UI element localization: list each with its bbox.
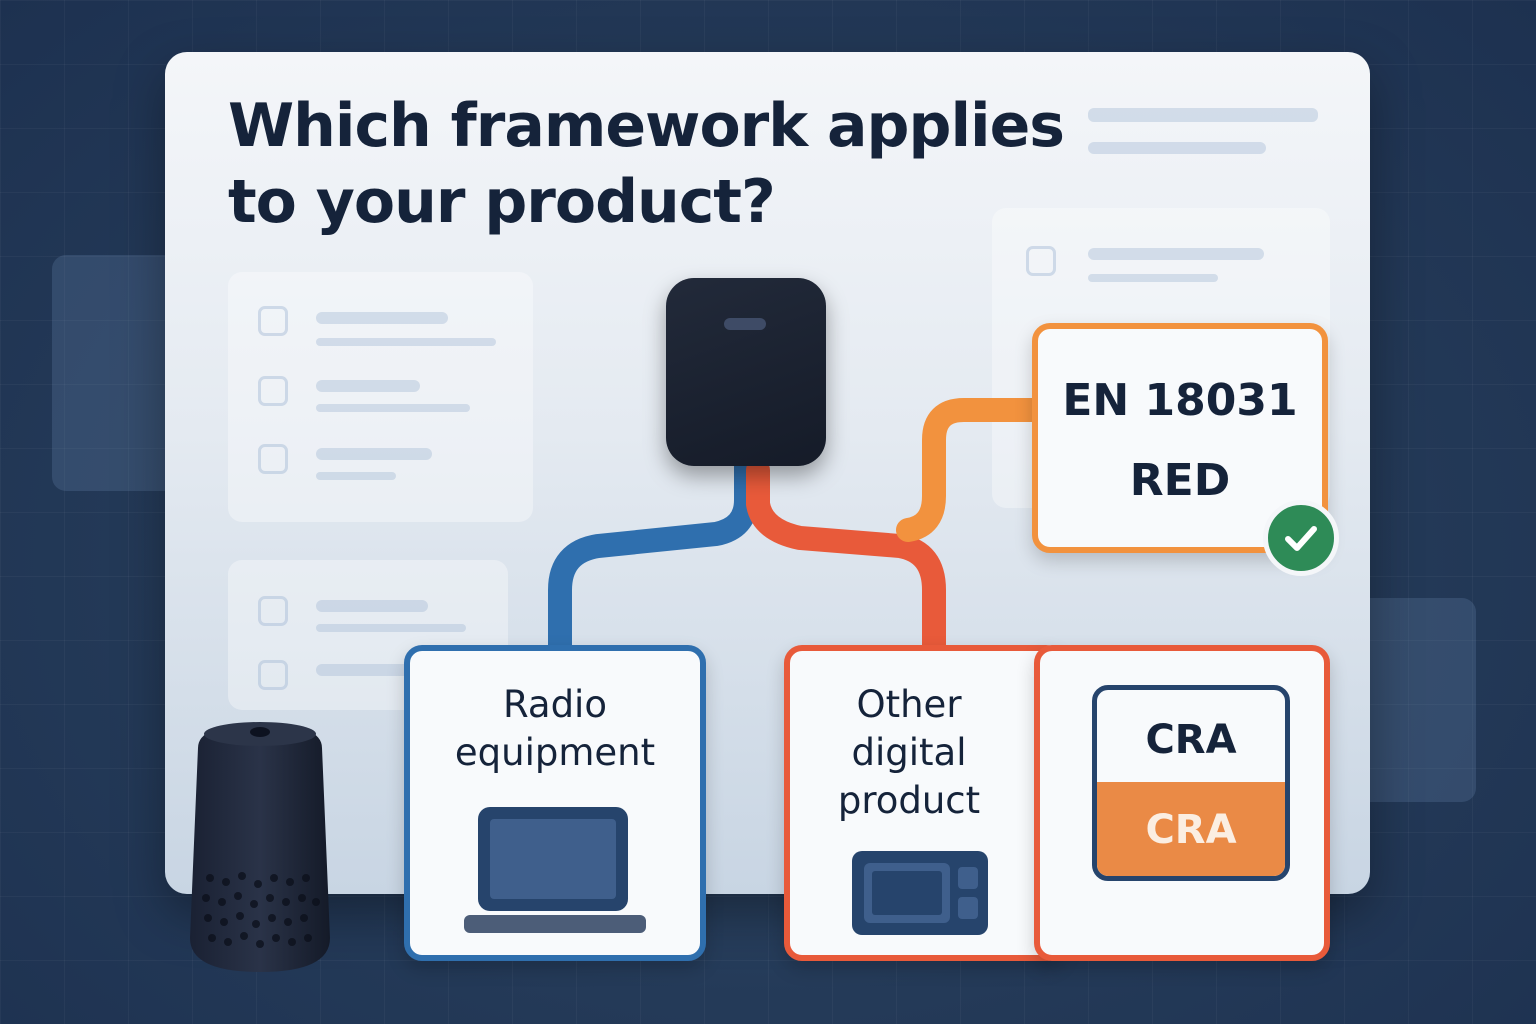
smart-speaker-icon [190, 722, 330, 972]
placeholder-line [1088, 248, 1264, 260]
placeholder-line [1088, 274, 1218, 282]
other-digital-product-card[interactable]: Other digital product [784, 645, 1064, 961]
other-digital-product-label: Other digital product [837, 683, 981, 822]
placeholder-line [316, 404, 470, 412]
page-title: Which framework applies to your product? [228, 91, 1065, 237]
laptop-icon [464, 807, 646, 933]
placeholder-icon [258, 444, 288, 474]
background-panel-left [52, 255, 182, 491]
placeholder-line [316, 600, 428, 612]
device-led [724, 318, 766, 330]
cra-label-box: CRA CRA [1092, 685, 1290, 881]
radio-equipment-card[interactable]: Radio equipment [404, 645, 706, 961]
connector-blue [548, 448, 758, 664]
red-label: RED [1129, 455, 1231, 506]
placeholder-line [316, 312, 448, 324]
placeholder-line [1088, 108, 1318, 122]
placeholder-line [1088, 142, 1266, 154]
placeholder-card-2 [228, 560, 508, 710]
cra-top-label: CRA [1145, 717, 1237, 763]
placeholder-line [316, 338, 496, 346]
router-device [666, 278, 826, 466]
placeholder-line [316, 624, 466, 632]
connector-red [746, 458, 946, 664]
placeholder-line [316, 448, 432, 460]
radio-equipment-label: Radio equipment [454, 683, 656, 774]
placeholder-line [316, 472, 396, 480]
microwave-icon [852, 851, 988, 935]
placeholder-icon [258, 306, 288, 336]
cra-card[interactable]: CRA CRA [1034, 645, 1330, 961]
placeholder-icon [1026, 246, 1056, 276]
placeholder-icon [258, 376, 288, 406]
en-18031-card[interactable]: EN 18031 RED [1032, 323, 1328, 553]
cra-bottom-label: CRA [1097, 782, 1285, 876]
placeholder-line [316, 380, 420, 392]
en-18031-label: EN 18031 [1062, 375, 1298, 426]
placeholder-icon [258, 596, 288, 626]
placeholder-card-1 [228, 272, 533, 522]
connector-orange [896, 398, 1052, 542]
check-badge [1263, 500, 1339, 576]
check-icon [1285, 526, 1317, 551]
placeholder-icon [258, 660, 288, 690]
